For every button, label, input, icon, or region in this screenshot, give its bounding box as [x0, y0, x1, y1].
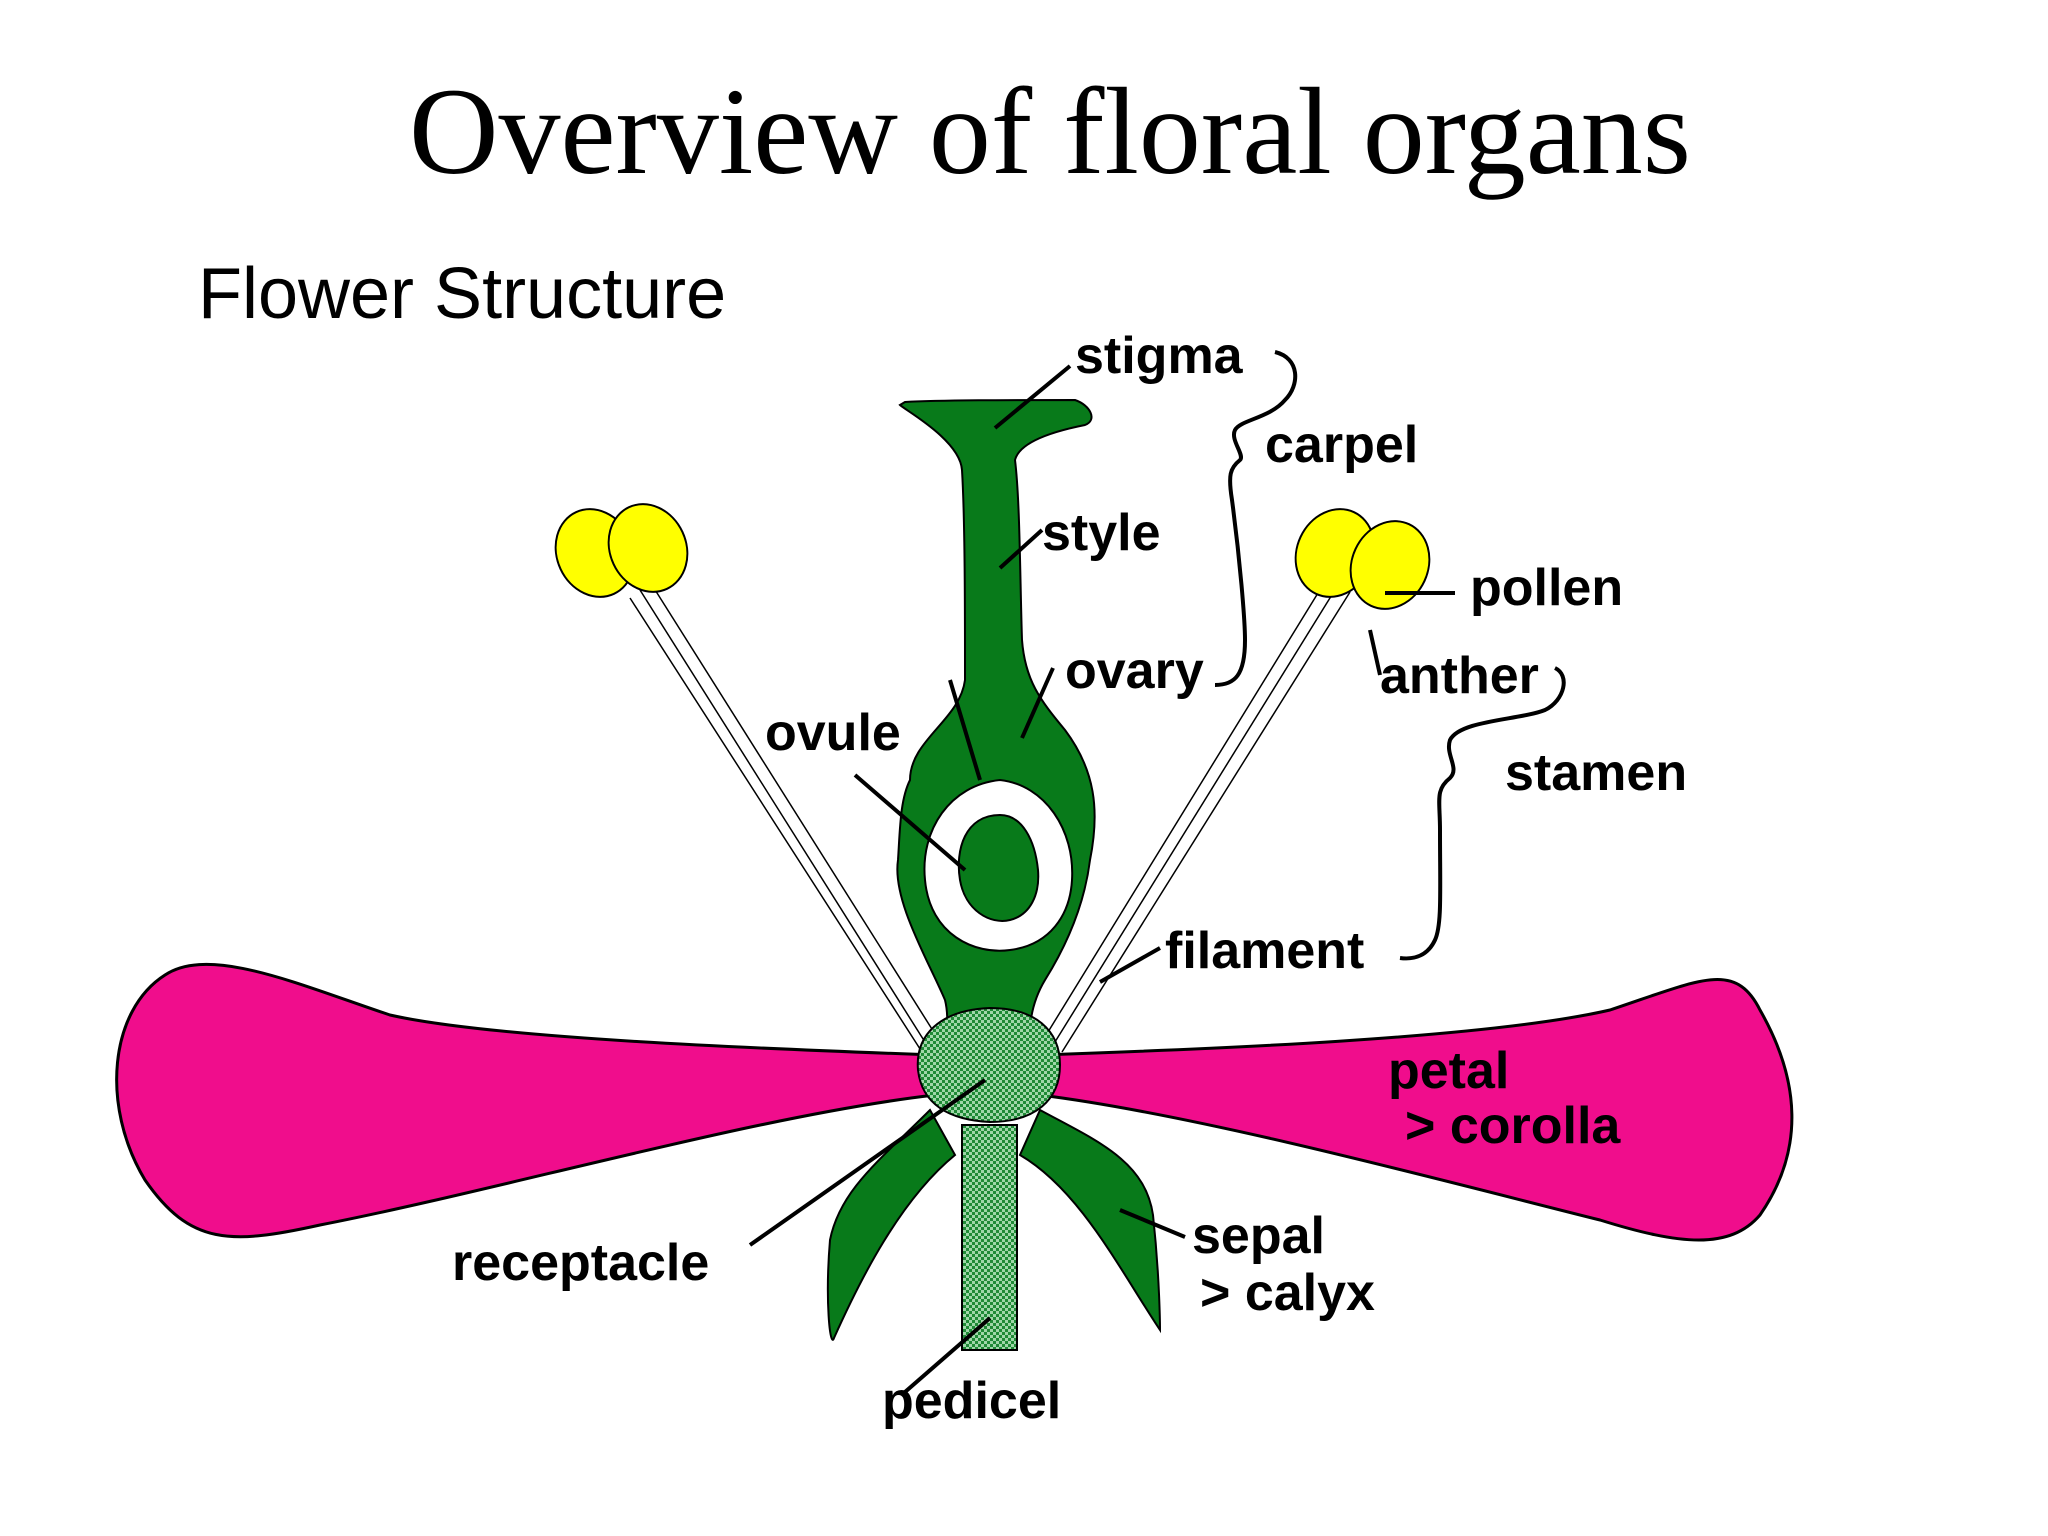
right-anther — [1294, 508, 1431, 610]
diagram-subtitle: Flower Structure — [198, 254, 726, 334]
label-pedicel: pedicel — [882, 1372, 1061, 1430]
label-petal: petal — [1388, 1042, 1509, 1100]
pistil — [896, 398, 1096, 1061]
left-petal — [115, 962, 937, 1239]
label-style: style — [1042, 504, 1161, 562]
ovule — [957, 813, 1040, 922]
label-ovule: ovule — [765, 704, 901, 762]
label-corolla: > corolla — [1405, 1097, 1621, 1155]
label-stigma: stigma — [1075, 327, 1244, 385]
stamen-brace — [1399, 666, 1566, 961]
label-anther: anther — [1380, 647, 1539, 705]
pedicel-stem — [961, 1124, 1018, 1351]
right-petal — [1038, 978, 1794, 1242]
label-sepal: sepal — [1192, 1207, 1325, 1265]
left-sepal — [826, 1108, 957, 1341]
label-filament: filament — [1165, 922, 1364, 980]
label-ovary: ovary — [1065, 642, 1204, 700]
label-stamen: stamen — [1505, 744, 1687, 802]
label-pollen: pollen — [1470, 559, 1623, 617]
leader-lines — [748, 364, 1455, 1394]
receptacle — [916, 1006, 1062, 1124]
carpel-brace — [1214, 350, 1298, 687]
left-anther — [554, 503, 689, 598]
label-calyx: > calyx — [1200, 1264, 1375, 1322]
label-carpel: carpel — [1265, 416, 1418, 474]
slide-title: Overview of floral organs — [408, 63, 1692, 200]
right-sepal — [1018, 1108, 1162, 1334]
label-receptacle: receptacle — [452, 1234, 709, 1292]
